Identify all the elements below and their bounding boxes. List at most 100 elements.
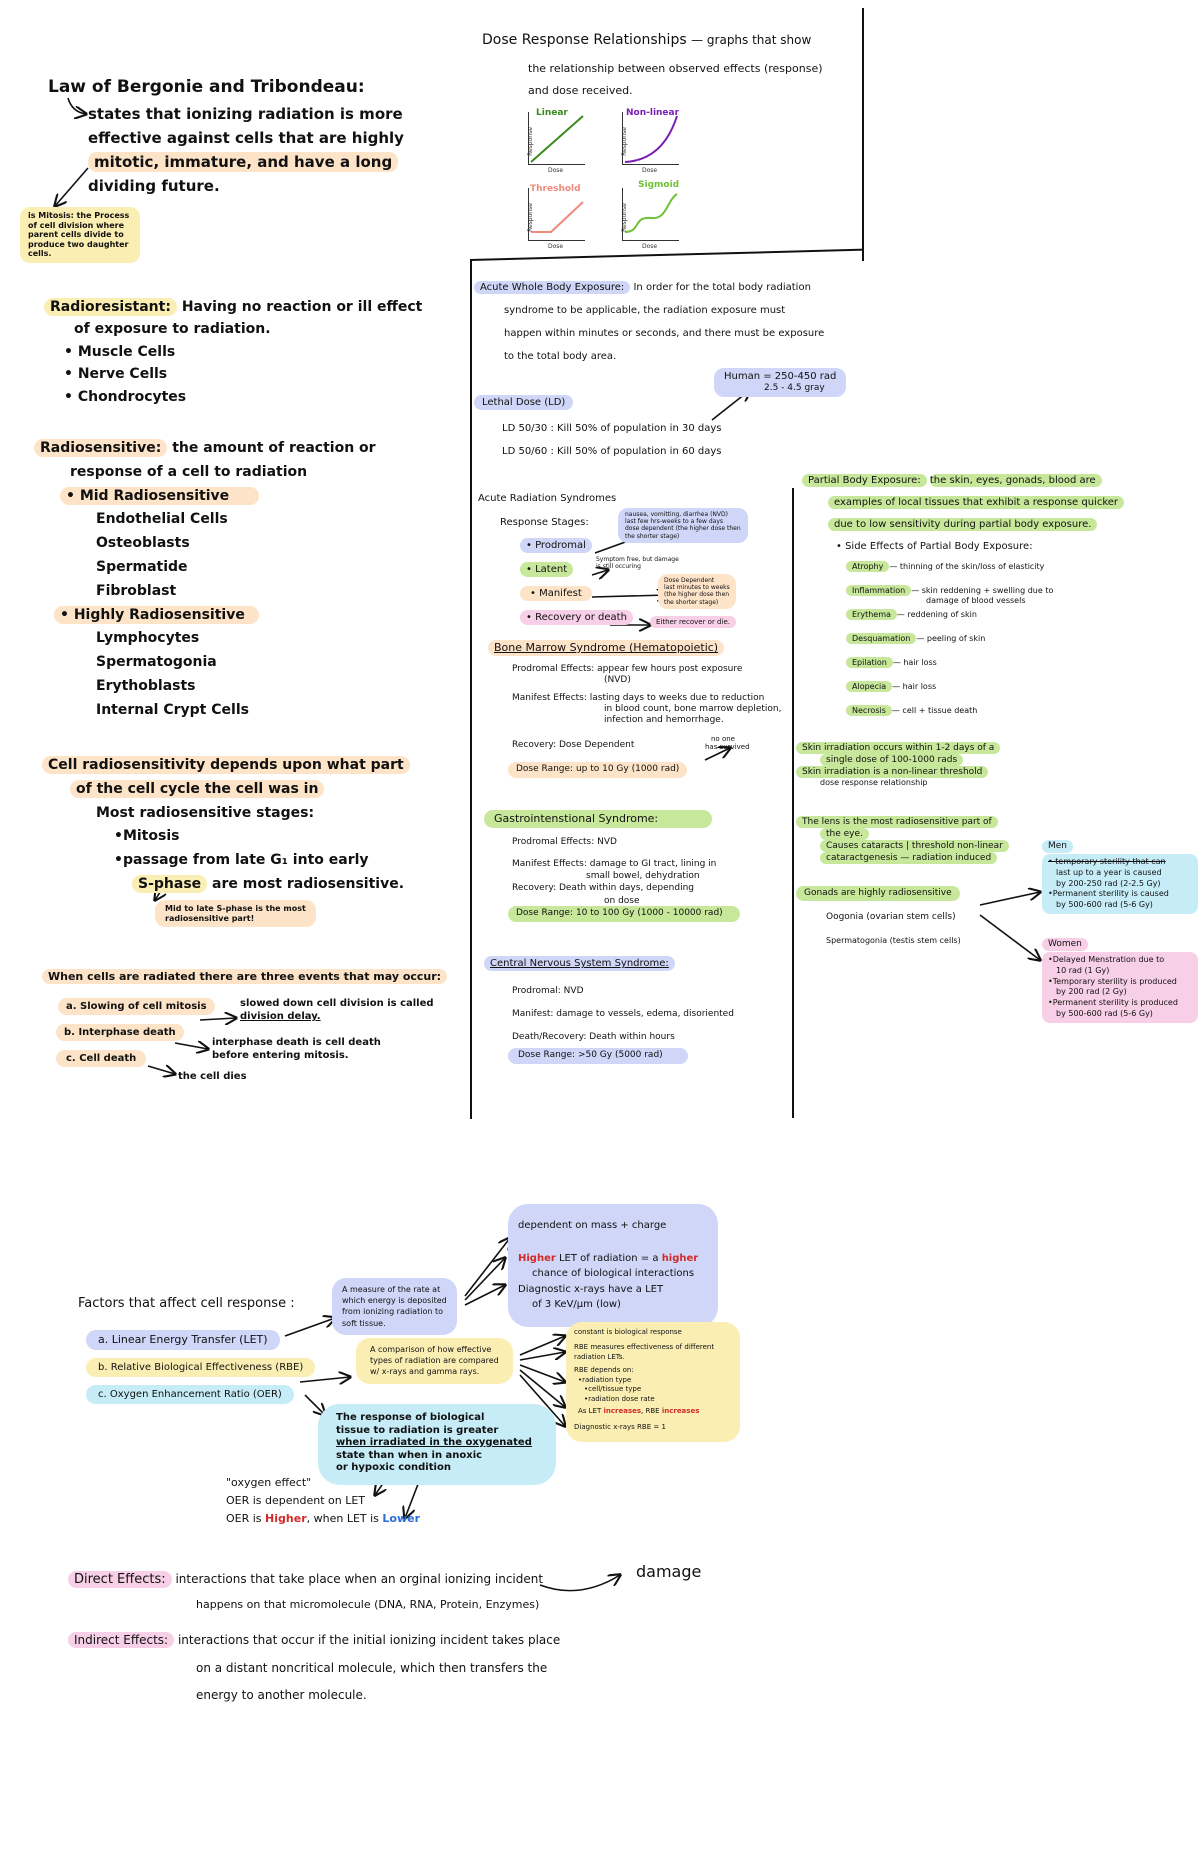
rbe-note-2b: radiation LETs. — [574, 1352, 625, 1361]
bone-marrow-recovery: Recovery: Dose Dependent — [512, 740, 635, 751]
high-item-lymphocytes: Lymphocytes — [96, 630, 200, 647]
let-def-2: which energy is deposited — [342, 1296, 447, 1306]
oer-notes: "oxygen effect" OER is dependent on LET … — [226, 1476, 421, 1526]
bergonie-line-1: states that ionizing radiation is more — [88, 105, 403, 123]
mid-item-spermatide: Spermatide — [96, 558, 188, 575]
side-effect-alopecia: Alopecia — [846, 681, 893, 693]
women-label: Women — [1042, 938, 1088, 951]
acute-whole-body-def-2: syndrome to be applicable, the radiation… — [504, 305, 786, 316]
events-section: When cells are radiated there are three … — [42, 969, 448, 984]
cns-manifest: Manifest: damage to vessels, edema, diso… — [512, 1008, 734, 1019]
mid-radiosensitive-label: • Mid Radiosensitive — [60, 486, 260, 505]
graph-threshold — [528, 188, 585, 241]
ld-50-30: LD 50/30 : Kill 50% of population in 30 … — [502, 423, 722, 434]
bone-marrow-survival-note-1: no one — [711, 735, 735, 743]
factors-title: Factors that affect cell response : — [78, 1296, 295, 1311]
men-notes: • temporary sterility that can last up t… — [1042, 854, 1198, 914]
ars-prodromal-note-2: last few hrs-weeks to a few days — [625, 518, 724, 526]
cns-title: Central Nervous System Syndrome: — [484, 956, 675, 971]
acute-whole-body-def-3: happen within minutes or seconds, and th… — [504, 328, 825, 339]
indirect-effects-def-3: energy to another molecule. — [196, 1688, 367, 1703]
ars-stage-latent: • Latent — [520, 562, 574, 577]
ars-manifest-note-4: the shorter stage) — [664, 598, 719, 606]
women-note-1: •Delayed Menstration due to — [1048, 955, 1165, 964]
graph-nonlinear — [622, 112, 679, 165]
graph-linear-y-axis: Response — [526, 127, 534, 156]
high-item-crypt-cells: Internal Crypt Cells — [96, 701, 249, 718]
graph-sigmoid-x-axis: Dose — [642, 243, 658, 250]
event-b-interphase: b. Interphase death — [56, 1024, 184, 1041]
side-effects-list: Atrophy— thinning of the skin/loss of el… — [846, 561, 1053, 730]
let-note-higher-1: Higher — [518, 1253, 556, 1264]
skin-irradiation-4: dose response relationship — [820, 778, 928, 788]
acute-whole-body-label: Acute Whole Body Exposure: — [474, 281, 631, 294]
direct-effects-def-1: interactions that take place when an org… — [175, 1572, 544, 1586]
partial-body-def-3: due to low sensitivity during partial bo… — [828, 518, 1098, 531]
ars-latent-note: Symptom free, but damage is still occuri… — [596, 556, 679, 570]
oer-note-2: OER is dependent on LET — [226, 1494, 366, 1508]
ars-prodromal-note-4: the shorter stage) — [625, 532, 680, 540]
ars-manifest-note-2: last minutes to weeks — [664, 584, 730, 592]
let-def-3: from ionizing radiation to — [342, 1307, 443, 1317]
s-phase-note-1: Mid to late S-phase is the most — [165, 904, 306, 913]
rbe-note-1: constant is biological response — [574, 1328, 682, 1336]
mitosis-note: is Mitosis: the Process of cell division… — [20, 207, 140, 263]
graph-threshold-x-axis: Dose — [548, 243, 564, 250]
mid-item-endothelial: Endothelial Cells — [96, 511, 228, 528]
event-b-desc-2: before entering mitosis. — [212, 1050, 349, 1061]
cns-recovery: Death/Recovery: Death within hours — [512, 1031, 675, 1042]
oer-def-3: when irradiated in the oxygenated — [336, 1437, 532, 1448]
side-effect-erythema-desc: — reddening of skin — [896, 610, 977, 620]
gi-recovery: Recovery: Death within days, depending — [512, 883, 695, 894]
bone-marrow-manifest: Manifest Effects: lasting days to weeks … — [512, 692, 765, 703]
let-def-1: A measure of the rate at — [342, 1285, 441, 1294]
event-b-desc: interphase death is cell death before en… — [212, 1036, 381, 1062]
mid-item-osteoblasts: Osteoblasts — [96, 535, 190, 552]
factor-let: a. Linear Energy Transfer (LET) — [86, 1330, 280, 1351]
skin-irradiation-2: single dose of 100-1000 rads — [820, 754, 964, 767]
lens-note-3: Causes cataracts | threshold non-linear — [820, 840, 1009, 853]
radioresistant-item-muscle: • Muscle Cells — [64, 343, 176, 360]
radiosensitive-section: Radiosensitive: the amount of reaction o… — [34, 437, 376, 723]
graph-linear-x-axis: Dose — [548, 167, 564, 174]
events-title: When cells are radiated there are three … — [42, 969, 448, 984]
factor-rbe: b. Relative Biological Effectiveness (RB… — [86, 1358, 316, 1377]
graph-threshold-curve — [531, 201, 584, 233]
ars-stage-recovery: • Recovery or death — [520, 610, 633, 625]
event-a-desc-2: division delay. — [240, 1011, 321, 1022]
graph-linear-curve — [530, 115, 584, 163]
graph-sigmoid-label: Sigmoid — [638, 180, 680, 190]
partial-body-label: Partial Body Exposure: — [802, 474, 927, 487]
lethal-dose-list: LD 50/30 : Kill 50% of population in 30 … — [502, 417, 721, 463]
bone-marrow-manifest-2: in blood count, bone marrow depletion, — [604, 703, 782, 714]
indirect-effects-section: Indirect Effects: interactions that occu… — [68, 1627, 560, 1710]
event-b-desc-1: interphase death is cell death — [212, 1037, 381, 1048]
dose-response-desc-3: and dose received. — [528, 84, 633, 97]
indirect-effects-def-2: on a distant noncritical molecule, which… — [196, 1660, 548, 1675]
gi-manifest-2: small bowel, dehydration — [586, 871, 700, 882]
graph-nonlinear-curve — [624, 115, 678, 163]
oer-def-1: The response of biological — [336, 1412, 485, 1423]
radioresistant-label: Radioresistant: — [44, 298, 177, 316]
ars-manifest-note: Dose Dependent last minutes to weeks (th… — [658, 574, 736, 609]
gi-recovery-2: on dose — [604, 895, 640, 906]
let-notes: dependent on mass + charge Higher LET of… — [508, 1204, 719, 1327]
rbe-note-3d: •radiation dose rate — [584, 1394, 655, 1403]
lens-note: The lens is the most radiosensitive part… — [796, 816, 1009, 865]
graph-threshold-y-axis: Response — [526, 203, 534, 232]
radiosensitive-def-1: the amount of reaction or — [172, 440, 376, 456]
men-note-5: by 500-600 rad (5-6 Gy) — [1056, 900, 1153, 910]
let-def-4: soft tissue. — [342, 1318, 386, 1328]
radiosensitive-label: Radiosensitive: — [34, 439, 168, 457]
oer-definition: The response of biological tissue to rad… — [318, 1404, 556, 1485]
ars-latent-note-2: is still occuring — [596, 563, 641, 571]
rbe-note-4: As LET — [578, 1407, 602, 1416]
cns-effects: Prodromal: NVD Manifest: damage to vesse… — [512, 980, 734, 1049]
women-note-3: •Temporary sterility is produced — [1048, 976, 1177, 986]
oer-note-lower: Lower — [382, 1512, 421, 1526]
direct-effects-def-2: happens on that micromolecule (DNA, RNA,… — [196, 1598, 540, 1612]
cell-cycle-section: Cell radiosensitivity depends upon what … — [42, 754, 410, 897]
side-effect-epilation-desc: — hair loss — [892, 658, 937, 668]
skin-irradiation-note: Skin irradiation occurs within 1-2 days … — [796, 742, 1001, 789]
